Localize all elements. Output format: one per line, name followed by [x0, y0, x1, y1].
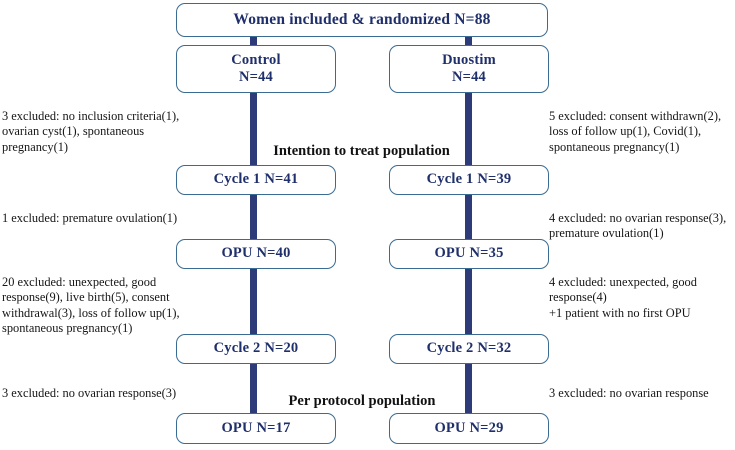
- note-line: 5 excluded: consent withdrawn(2),: [549, 109, 722, 123]
- node-cycle2-duostim: Cycle 2 N=32: [389, 334, 549, 364]
- connector-opu1-to-cycle2-control: [250, 268, 257, 336]
- node-randomized: Women included & randomized N=88: [176, 3, 548, 37]
- connector-opu1-to-cycle2-duostim: [465, 268, 472, 336]
- node-opu1-duostim-label: OPU N=35: [434, 245, 504, 262]
- note-line: +1 patient with no first OPU: [549, 305, 691, 320]
- connector-cycle1-to-opu1-control: [250, 194, 257, 241]
- note-line: 3 excluded: no ovarian response: [549, 386, 709, 400]
- connector-control-to-cycle1: [250, 92, 257, 168]
- node-cycle1-control: Cycle 1 N=41: [176, 165, 336, 195]
- note-line: response(4): [549, 290, 607, 305]
- node-opu1-control-label: OPU N=40: [221, 245, 291, 262]
- node-cycle1-duostim: Cycle 1 N=39: [389, 165, 549, 195]
- node-randomized-label: Women included & randomized N=88: [233, 10, 491, 28]
- node-cycle2-control: Cycle 2 N=20: [176, 334, 336, 364]
- section-label-intention-to-treat: Intention to treat population: [265, 143, 458, 160]
- note-line: 3 excluded: no ovarian response(3): [2, 386, 177, 400]
- node-arm-control-name: Control: [231, 51, 281, 68]
- note-right-cycle1: 4 excluded: no ovarian response(3), prem…: [549, 211, 735, 242]
- note-line: 4 excluded: no ovarian response(3),: [549, 211, 727, 225]
- connector-randomized-to-control: [250, 36, 257, 51]
- section-label-per-protocol-text: Per protocol population: [288, 393, 436, 409]
- node-cycle1-control-label: Cycle 1 N=41: [213, 171, 299, 188]
- node-arm-duostim: Duostim N=44: [389, 45, 549, 93]
- node-opu2-duostim-label: OPU N=29: [434, 419, 504, 436]
- note-left-randomization: 3 excluded: no inclusion criteria(1), ov…: [2, 109, 192, 155]
- node-cycle2-duostim-label: Cycle 2 N=32: [426, 340, 512, 357]
- note-line: response(9), live birth(5), consent: [2, 290, 170, 305]
- note-line: 4 excluded: unexpected, good: [549, 275, 697, 289]
- note-line: spontaneous pregnancy(1): [549, 139, 680, 154]
- note-line: ovarian cyst(1), spontaneous: [2, 124, 145, 139]
- note-left-cycle1: 1 excluded: premature ovulation(1): [2, 211, 202, 226]
- node-arm-control-count: N=44: [238, 69, 274, 85]
- node-opu1-control: OPU N=40: [176, 239, 336, 269]
- note-line: premature ovulation(1): [549, 226, 664, 241]
- note-line: pregnancy(1): [2, 139, 69, 154]
- note-line: spontaneous pregnancy(1): [2, 321, 133, 336]
- note-left-cycle2: 3 excluded: no ovarian response(3): [2, 386, 207, 401]
- note-right-cycle2: 3 excluded: no ovarian response: [549, 386, 735, 401]
- connector-cycle2-to-opu2-control: [250, 363, 257, 415]
- node-opu1-duostim: OPU N=35: [389, 239, 549, 269]
- note-line: 1 excluded: premature ovulation(1): [2, 211, 178, 225]
- connector-cycle2-to-opu2-duostim: [465, 363, 472, 415]
- node-opu2-control: OPU N=17: [176, 413, 336, 444]
- node-arm-duostim-count: N=44: [451, 69, 487, 85]
- node-arm-duostim-name: Duostim: [442, 51, 496, 68]
- note-right-opu1: 4 excluded: unexpected, good response(4)…: [549, 275, 735, 321]
- node-opu2-control-label: OPU N=17: [221, 419, 291, 436]
- section-label-per-protocol: Per protocol population: [278, 393, 446, 410]
- note-line: 3 excluded: no inclusion criteria(1),: [2, 109, 180, 123]
- node-cycle2-control-label: Cycle 2 N=20: [213, 340, 299, 357]
- note-left-opu1: 20 excluded: unexpected, good response(9…: [2, 275, 198, 337]
- connector-randomized-to-duostim: [465, 36, 472, 51]
- node-opu2-duostim: OPU N=29: [389, 413, 549, 444]
- note-line: loss of follow up(1), Covid(1),: [549, 124, 702, 139]
- note-line: 20 excluded: unexpected, good: [2, 275, 157, 289]
- node-cycle1-duostim-label: Cycle 1 N=39: [426, 171, 512, 188]
- connector-cycle1-to-opu1-duostim: [465, 194, 472, 241]
- note-right-randomization: 5 excluded: consent withdrawn(2), loss o…: [549, 109, 735, 155]
- note-line: withdrawal(3), loss of follow up(1),: [2, 305, 180, 320]
- node-arm-control: Control N=44: [176, 45, 336, 93]
- connector-duostim-to-cycle1: [465, 92, 472, 168]
- section-label-intention-to-treat-text: Intention to treat population: [273, 143, 450, 159]
